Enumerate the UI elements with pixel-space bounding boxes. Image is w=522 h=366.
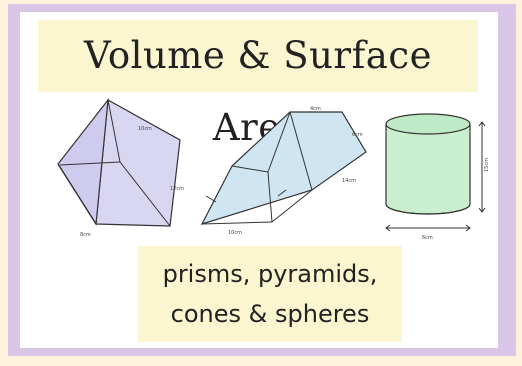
parallelepiped: 4cm 6cm 14cm 10cm	[200, 106, 367, 236]
shapes-illustration: 10cm 12cm 8cm 4cm 6cm 14cm 10cm	[57, 98, 490, 241]
prism-label-2: 12cm	[170, 186, 184, 192]
parallelepiped-label-2: 6cm	[352, 132, 363, 138]
parallelepiped-label-4: 10cm	[228, 230, 242, 236]
title-banner: Volume & Surface Area	[38, 20, 478, 149]
prism-label-3: 8cm	[80, 232, 91, 238]
prism-label-1: 10cm	[138, 126, 152, 132]
caption-line-2: cones & spheres	[170, 300, 370, 328]
parallelepiped-label-3: 14cm	[342, 178, 356, 184]
page-title: Volume & Surface Area	[84, 34, 432, 149]
caption-line-1: prisms, pyramids,	[162, 260, 378, 288]
triangular-prism: 10cm 12cm 8cm	[57, 98, 184, 238]
white-panel: Volume & Surface Area 10cm 12cm 8cm	[20, 12, 498, 348]
caption-banner: prisms, pyramids, cones & spheres	[138, 246, 402, 342]
cylinder: 15cm 6cm	[385, 113, 490, 241]
cylinder-label-height: 15cm	[484, 158, 490, 172]
cylinder-label-width: 6cm	[422, 235, 433, 241]
parallelepiped-label-1: 4cm	[310, 106, 321, 112]
